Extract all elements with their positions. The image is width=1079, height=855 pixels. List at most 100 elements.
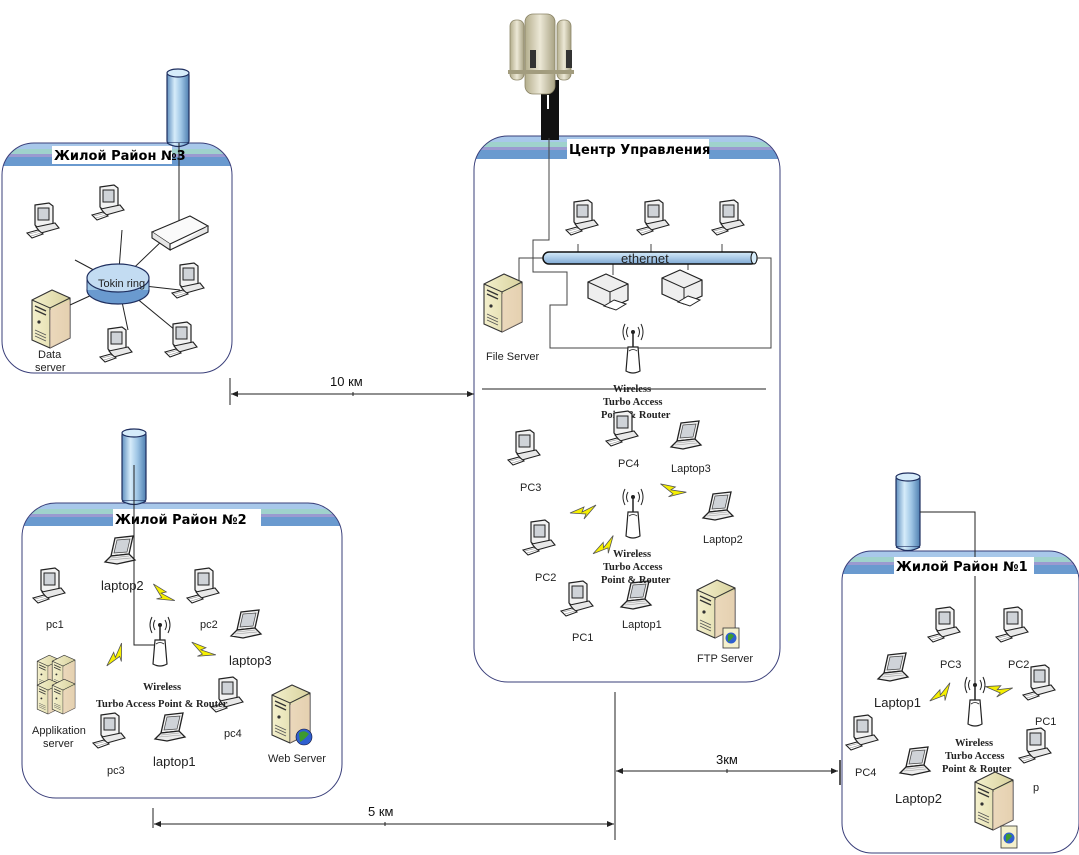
device-label: PC3 xyxy=(520,482,541,494)
laptop-icon xyxy=(230,609,262,639)
device-label: laptop2 xyxy=(101,578,144,593)
laptop-icon xyxy=(899,746,931,776)
device-label: pc2 xyxy=(200,619,218,631)
device-label: PC4 xyxy=(618,458,639,470)
pc-icon xyxy=(995,606,1029,643)
zone-border xyxy=(1,142,233,374)
ap-label: Wireless xyxy=(955,738,993,749)
pc-icon xyxy=(186,567,220,604)
pc-icon xyxy=(565,199,599,236)
distance-d3-control xyxy=(229,378,474,405)
ap-label: Point & Router xyxy=(601,575,671,586)
data-server-label: server xyxy=(35,362,66,374)
wireless-signal-bolt-icon xyxy=(926,682,957,707)
printer-icon xyxy=(587,273,629,311)
device-label: laptop3 xyxy=(229,653,272,668)
wireless-ap-icon xyxy=(149,616,171,667)
uplink-cylinder-d3 xyxy=(166,68,190,148)
ap-label: Turbo Access xyxy=(603,397,662,408)
district-1: Жилой Район №1 PC3 PC2 Laptop1 PC1 PC4 L… xyxy=(845,472,1056,849)
laptop-icon xyxy=(670,420,702,450)
laptop-icon xyxy=(104,535,136,565)
device-label: Laptop2 xyxy=(703,534,743,546)
ap-label: Wireless xyxy=(613,549,651,560)
wireless-signal-bolt-icon xyxy=(187,636,217,666)
device-label: PC2 xyxy=(535,572,556,584)
token-ring-label: Tokin ring xyxy=(98,278,145,290)
ap-label: Point & Router xyxy=(942,764,1012,775)
pc-icon xyxy=(26,202,60,239)
server-icon xyxy=(974,771,1014,831)
device-label: PC1 xyxy=(1035,716,1056,728)
token-ring-hub xyxy=(86,263,150,305)
globe-icon xyxy=(295,728,313,746)
wireless-signal-bolt-icon xyxy=(983,678,1014,702)
device-label: Laptop1 xyxy=(622,619,662,631)
laptop-icon xyxy=(702,491,734,521)
pc-icon xyxy=(32,567,66,604)
zone-title-d1: Жилой Район №1 xyxy=(896,560,1028,575)
ap-label: Turbo Access xyxy=(603,562,662,573)
device-label: p xyxy=(1033,782,1039,794)
web-server-label: Web Server xyxy=(268,753,326,765)
wireless-signal-bolt-icon xyxy=(656,476,687,505)
device-label: PC2 xyxy=(1008,659,1029,671)
pc-icon xyxy=(927,606,961,643)
control-center: Центр Управления ethernet File Server Wi… xyxy=(482,13,772,665)
distance-label: 10 км xyxy=(330,374,363,389)
pc-icon xyxy=(636,199,670,236)
zone-title-d2: Жилой Район №2 xyxy=(115,513,247,528)
device-label: Laptop2 xyxy=(895,791,942,806)
pc-icon xyxy=(171,262,205,299)
uplink-cylinder-d1 xyxy=(895,472,921,552)
district-3: Жилой Район №3 Tokin ring xyxy=(26,68,210,374)
zone-border xyxy=(473,135,781,683)
distance-label: 3км xyxy=(716,752,738,767)
zone-border xyxy=(841,550,1079,854)
file-server-label: File Server xyxy=(486,351,540,363)
zone-title-control: Центр Управления xyxy=(569,143,710,158)
laptop-icon xyxy=(877,652,909,682)
ethernet-bus xyxy=(542,251,758,265)
pc-icon xyxy=(1018,727,1052,764)
device-label: pc4 xyxy=(224,728,242,740)
zone-title-box-d1 xyxy=(894,557,1034,576)
header-band xyxy=(842,551,1079,557)
device-label: PC3 xyxy=(940,659,961,671)
laptop-icon xyxy=(154,712,186,742)
ethernet-label: ethernet xyxy=(621,251,669,266)
globe-icon xyxy=(1000,825,1018,849)
app-server-label: server xyxy=(43,738,74,750)
ap-label: Point & Router xyxy=(601,410,671,421)
device-label: PC4 xyxy=(855,767,876,779)
ap-label: Turbo Access xyxy=(945,751,1004,762)
globe-icon xyxy=(722,627,740,649)
ap-label: Wireless xyxy=(613,384,651,395)
pc-icon xyxy=(99,326,133,363)
device-label: laptop1 xyxy=(153,754,196,769)
pc-icon xyxy=(560,580,594,617)
ap-label: Wireless xyxy=(143,682,181,693)
wireless-signal-bolt-icon xyxy=(148,578,176,610)
device-label: Laptop3 xyxy=(671,463,711,475)
zone-border xyxy=(21,502,343,799)
wireless-ap-icon xyxy=(622,488,644,539)
zone-title-d3: Жилой Район №3 xyxy=(54,149,186,164)
zone-title-box-control xyxy=(567,139,709,161)
app-server-label: Applikation xyxy=(32,725,86,737)
data-server-label: Data xyxy=(38,349,62,361)
header-band xyxy=(22,503,342,509)
device-label: pc3 xyxy=(107,765,125,777)
ftp-server-label: FTP Server xyxy=(697,653,753,665)
zone-title-box-d3 xyxy=(52,146,172,164)
data-server-icon xyxy=(31,289,71,349)
wireless-signal-bolt-icon xyxy=(101,642,131,671)
wireless-signal-bolt-icon xyxy=(569,504,597,520)
pc-icon xyxy=(522,519,556,556)
distance-control-d1 xyxy=(616,760,841,785)
antenna-tower-icon xyxy=(508,13,574,140)
pc-icon xyxy=(92,712,126,749)
district-2: Жилой Район №2 laptop2 pc1 pc2 laptop3 p… xyxy=(32,428,326,777)
distance-d2-control xyxy=(152,692,616,840)
